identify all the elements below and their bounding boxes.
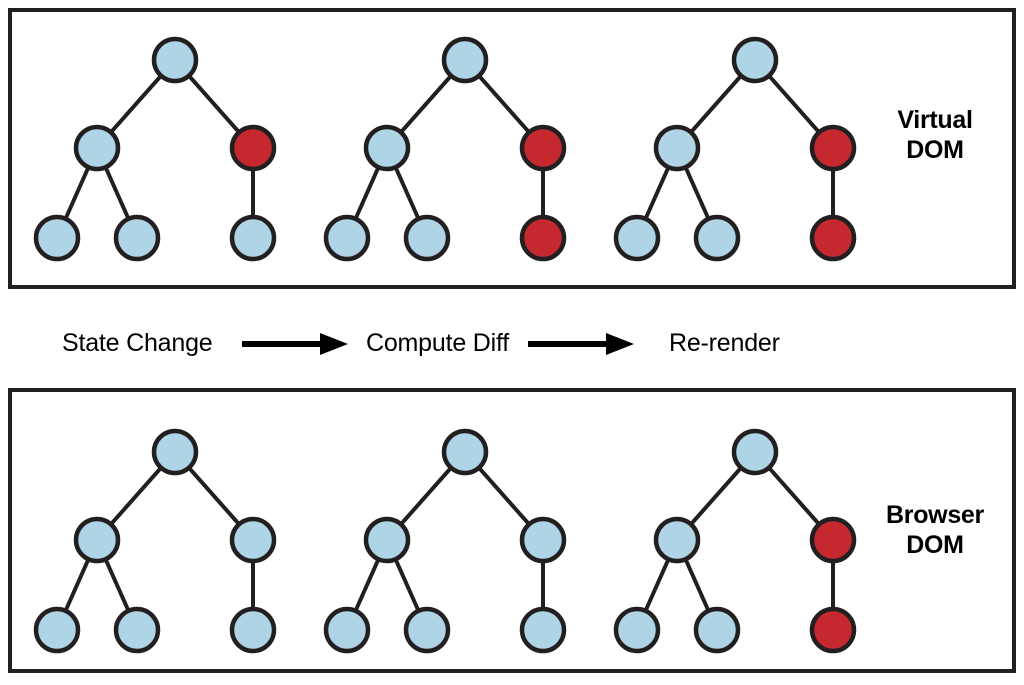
browser-dom-label-line1: Browser bbox=[886, 501, 984, 529]
tree-node-root-blue bbox=[731, 36, 779, 84]
tree-node-left-blue bbox=[653, 516, 701, 564]
tree-node-root-blue bbox=[441, 36, 489, 84]
virtual-dom-label: Virtual DOM bbox=[860, 105, 1010, 165]
tree-node-right-red bbox=[809, 124, 857, 172]
tree-node-right-left-red bbox=[809, 214, 857, 262]
tree-node-right-left-blue bbox=[519, 606, 567, 654]
browser-dom-tree-re-render bbox=[613, 428, 857, 654]
tree-node-left-blue bbox=[73, 516, 121, 564]
flow-row: State Change Compute Diff Re-render bbox=[8, 296, 1016, 380]
tree-node-left-left-blue bbox=[323, 606, 371, 654]
tree-node-left-blue bbox=[653, 124, 701, 172]
arrow-right-icon bbox=[526, 332, 636, 356]
virtual-dom-tree-re-render bbox=[613, 36, 857, 262]
tree-node-left-left-blue bbox=[33, 606, 81, 654]
virtual-dom-label-line2: DOM bbox=[906, 136, 964, 164]
tree-node-right-left-blue bbox=[229, 606, 277, 654]
tree-node-right-red bbox=[809, 516, 857, 564]
browser-dom-tree-state-change bbox=[33, 428, 277, 654]
flow-step-re-render: Re-render bbox=[669, 329, 780, 357]
tree-node-right-blue bbox=[229, 516, 277, 564]
tree-node-left-left-blue bbox=[613, 214, 661, 262]
tree-node-left-right-blue bbox=[403, 214, 451, 262]
tree-node-root-blue bbox=[151, 36, 199, 84]
browser-dom-label-line2: DOM bbox=[906, 531, 964, 559]
tree-node-left-blue bbox=[363, 516, 411, 564]
virtual-dom-label-line1: Virtual bbox=[897, 106, 973, 134]
flow-step-state-change: State Change bbox=[62, 329, 213, 357]
browser-dom-tree-compute-diff bbox=[323, 428, 567, 654]
tree-node-left-right-blue bbox=[113, 606, 161, 654]
virtual-dom-tree-compute-diff bbox=[323, 36, 567, 262]
tree-node-right-red bbox=[519, 124, 567, 172]
tree-node-root-blue bbox=[151, 428, 199, 476]
tree-node-left-right-blue bbox=[693, 606, 741, 654]
tree-node-right-left-red bbox=[809, 606, 857, 654]
arrow-right-icon bbox=[240, 332, 350, 356]
flow-step-compute-diff: Compute Diff bbox=[366, 329, 510, 357]
tree-node-right-red bbox=[229, 124, 277, 172]
tree-node-right-left-red bbox=[519, 214, 567, 262]
tree-node-left-right-blue bbox=[693, 214, 741, 262]
tree-node-right-blue bbox=[519, 516, 567, 564]
tree-node-left-left-blue bbox=[323, 214, 371, 262]
virtual-dom-tree-state-change bbox=[33, 36, 277, 262]
tree-node-left-blue bbox=[363, 124, 411, 172]
tree-node-root-blue bbox=[731, 428, 779, 476]
tree-node-left-left-blue bbox=[613, 606, 661, 654]
tree-node-right-left-blue bbox=[229, 214, 277, 262]
tree-node-left-right-blue bbox=[403, 606, 451, 654]
tree-node-left-right-blue bbox=[113, 214, 161, 262]
tree-node-left-left-blue bbox=[33, 214, 81, 262]
tree-node-left-blue bbox=[73, 124, 121, 172]
browser-dom-label: Browser DOM bbox=[860, 500, 1010, 560]
tree-node-root-blue bbox=[441, 428, 489, 476]
